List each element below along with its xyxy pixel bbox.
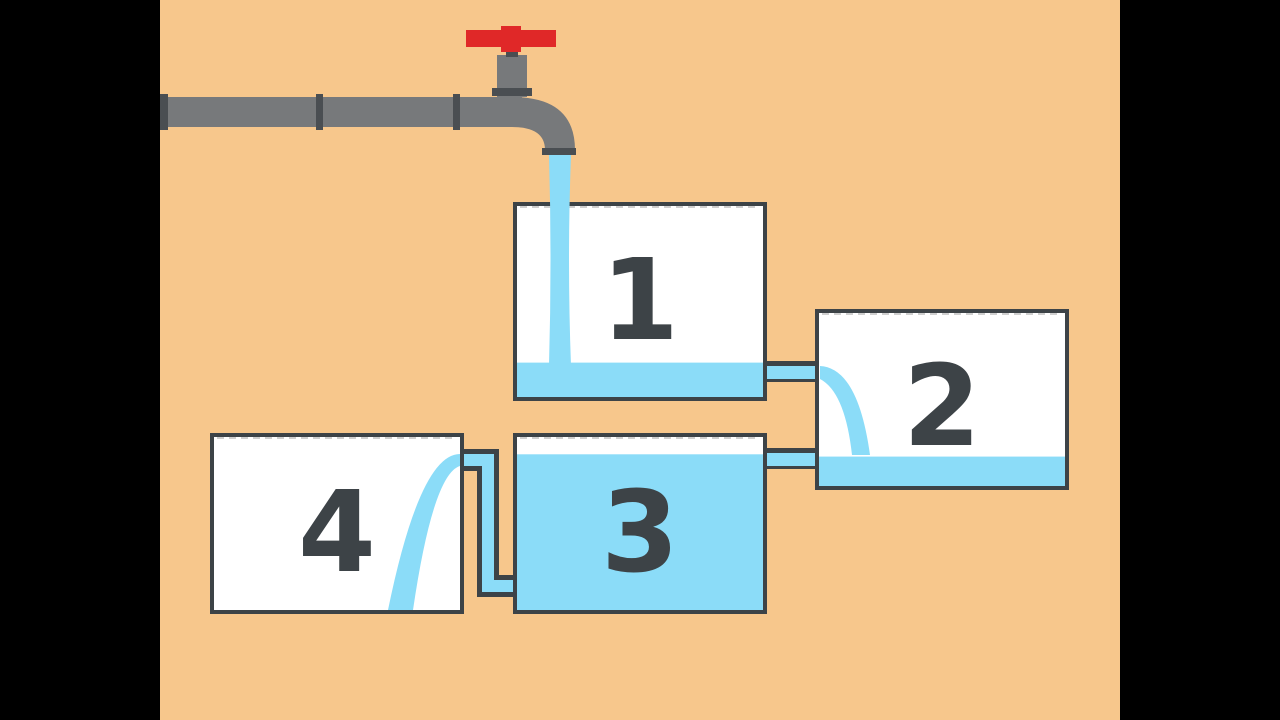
tank-3-water	[517, 454, 763, 610]
water-streams	[388, 155, 870, 610]
pipe-elbow	[512, 97, 575, 150]
faucet-stream	[549, 155, 571, 366]
valve-handle-icon	[466, 26, 556, 52]
pipe-joint	[453, 94, 460, 130]
tank-3: 3	[513, 433, 767, 614]
tank-3-label: 3	[601, 468, 679, 598]
faucet-nozzle-ring	[542, 148, 576, 155]
tank-2: 2	[815, 309, 1069, 490]
pipe-end-cap	[160, 94, 168, 130]
tank-2-label: 2	[903, 342, 981, 472]
connector-3-4-water	[460, 454, 516, 592]
tank-1-water	[517, 362, 763, 397]
connector-pipes	[460, 361, 820, 597]
tank-4: 4	[210, 433, 464, 614]
tank-1-label: 1	[601, 236, 679, 366]
tank-4-label: 4	[298, 468, 376, 598]
pipe-joint	[316, 94, 323, 130]
faucet-icon	[160, 26, 576, 155]
stream-into-tank-4	[388, 454, 460, 610]
valve-collar	[492, 88, 532, 96]
connector-2-3-fill	[763, 453, 820, 466]
supply-pipe	[162, 97, 522, 127]
tank-4-body	[210, 433, 464, 614]
tank-2-water	[819, 456, 1065, 486]
connector-1-2-water	[763, 366, 820, 379]
stream-into-tank-2	[820, 366, 870, 455]
